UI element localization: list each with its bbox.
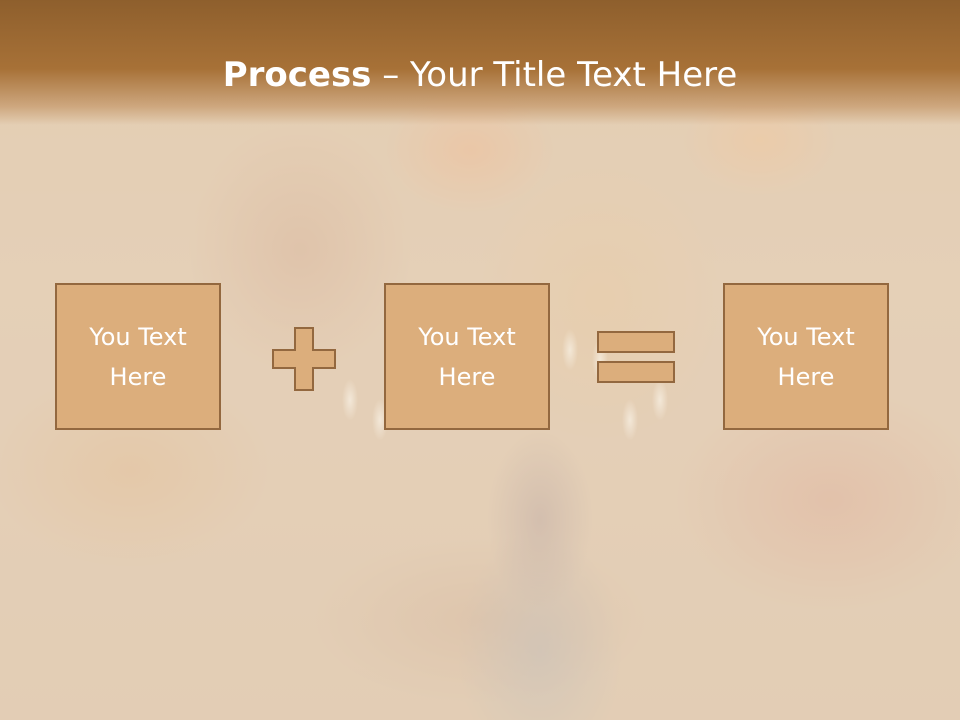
plus-icon [272, 327, 336, 391]
slide-title-bold: Process [222, 55, 372, 95]
title-band [0, 0, 960, 125]
process-box-1[interactable]: You Text Here [55, 283, 221, 430]
process-box-3[interactable]: You Text Here [723, 283, 889, 430]
process-box-2[interactable]: You Text Here [384, 283, 550, 430]
slide-title-rest: – Your Title Text Here [371, 55, 738, 95]
equals-icon [597, 331, 675, 383]
slide-title: Process – Your Title Text Here [0, 50, 960, 100]
